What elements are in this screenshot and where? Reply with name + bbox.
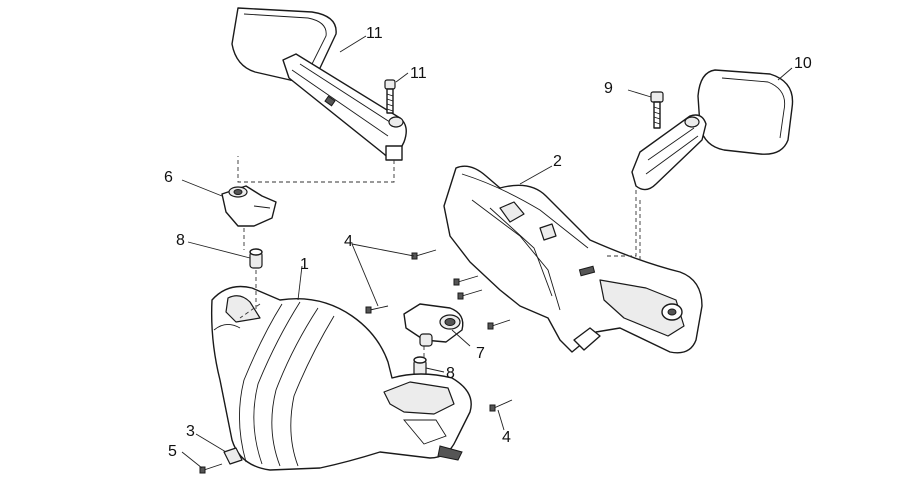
callout-4-lower: 4 — [502, 429, 511, 446]
callout-8-upper: 8 — [176, 232, 185, 249]
callout-6: 6 — [164, 169, 173, 186]
callout-10: 10 — [794, 55, 812, 72]
callout-leaders — [181, 35, 793, 469]
callout-1: 1 — [300, 256, 309, 273]
right-mirror-part — [631, 69, 794, 191]
assembly-guide-lines — [237, 156, 641, 360]
screw-4-a — [411, 249, 437, 260]
callout-11-right: 9 — [604, 80, 613, 97]
screw-4-d — [457, 289, 483, 300]
mirror-bracket-6 — [221, 185, 277, 227]
nut-3 — [223, 447, 243, 465]
rubber-bushing-8-lower — [413, 356, 427, 377]
callout-8-lower: 8 — [446, 365, 455, 382]
screw-4-f — [489, 399, 513, 412]
callout-4-upper: 4 — [344, 233, 353, 250]
mirror-bracket-7 — [403, 303, 464, 347]
screw-4-c — [453, 275, 479, 286]
callout-9: 11 — [366, 25, 383, 42]
screw-11-right — [650, 91, 664, 129]
callout-7: 7 — [476, 345, 485, 362]
callout-3: 3 — [186, 423, 195, 440]
screw-4-e — [487, 319, 511, 330]
screw-11-left — [384, 79, 396, 114]
screw-5 — [199, 463, 223, 474]
left-mirror-part — [231, 7, 407, 161]
callout-5: 5 — [168, 443, 177, 460]
rubber-bushing-8-upper — [249, 248, 263, 269]
screw-4-b — [365, 305, 389, 314]
callout-2: 2 — [553, 153, 562, 170]
front-handlebar-cover-1 — [211, 285, 472, 471]
callout-11-left: 11 — [410, 65, 427, 82]
rear-handlebar-cover-2 — [443, 165, 703, 354]
